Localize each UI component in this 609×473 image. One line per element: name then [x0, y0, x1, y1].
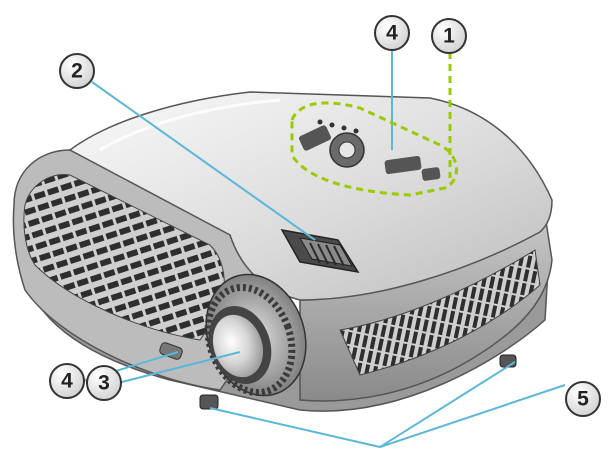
indicator-led-b [329, 122, 335, 128]
projection-lens [204, 273, 307, 397]
rear-foot [499, 354, 517, 368]
right-vent-grille [339, 249, 541, 376]
indicator-led-d [353, 128, 359, 134]
projector-top-cover [68, 91, 553, 301]
callout-5: 5 [565, 381, 601, 417]
control-button-power [421, 167, 441, 181]
leader-line-feet [209, 361, 566, 449]
callout-3: 3 [86, 365, 122, 401]
front-vent-grille [23, 174, 225, 341]
leader-line-2 [91, 81, 316, 241]
control-keypad-center [338, 141, 356, 159]
lens-ribbed-ring [204, 283, 296, 397]
lens-glass [212, 314, 264, 378]
highlight-outline [290, 101, 458, 197]
front-foot [199, 394, 219, 410]
callout-5-label: 5 [577, 388, 589, 411]
control-button-left [299, 125, 331, 151]
callout-4-top-label: 4 [386, 22, 398, 45]
leader-lines [79, 50, 566, 449]
top-cover-ridge [99, 98, 281, 152]
callout-4-top: 4 [374, 15, 410, 51]
indicator-led-c [341, 125, 347, 131]
callouts: 1 4 2 4 3 5 [49, 15, 601, 417]
indicator-led-a [317, 119, 323, 125]
zoom-slider-ridges [309, 242, 345, 267]
control-panel [299, 119, 441, 181]
control-panel-highlight [290, 52, 458, 197]
callout-3-label: 3 [98, 372, 110, 395]
callout-1: 1 [431, 18, 467, 54]
projector-illustration [12, 91, 553, 412]
callout-1-label: 1 [443, 25, 455, 48]
zoom-slider [280, 228, 360, 274]
zoom-slider-knob [299, 237, 353, 267]
callout-2: 2 [59, 53, 95, 89]
callout-4-bottom-label: 4 [61, 370, 73, 393]
control-button-right [384, 155, 422, 175]
leader-line-3 [117, 351, 241, 384]
callout-4-bottom: 4 [49, 363, 85, 399]
callout-2-label: 2 [71, 60, 83, 83]
